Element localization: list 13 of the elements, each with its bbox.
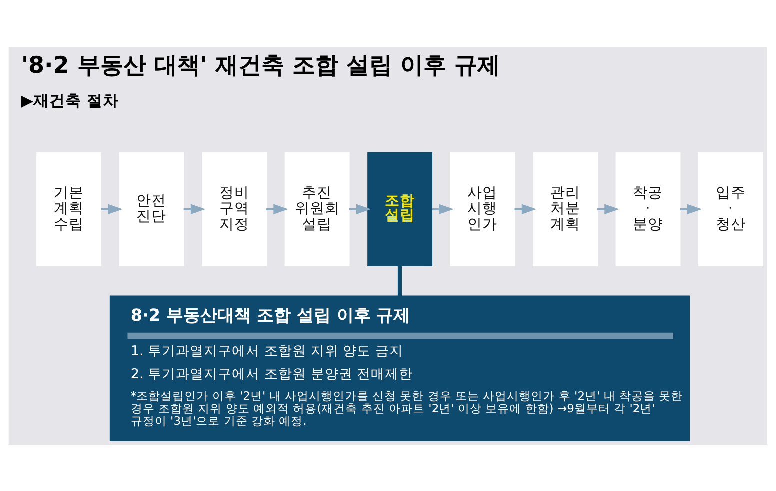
- diagram-title: '8·2 부동산 대책' 재건축 조합 설립 이후 규제: [21, 52, 500, 78]
- connector: [398, 266, 402, 296]
- node-box: 사업 시행 인가: [450, 152, 516, 266]
- node-box: 정비 구역 지정: [202, 152, 268, 266]
- node-box: 8·2 부동산대책 조합 설립 이후 규제 1. 투기과열지구에서 조합원 지위 양도 금지 2. 투기과열지구에서 조합원 분양권 전매제한 *조합설립인가 이후 '2년' 내 사업시행인가를 신청 못한 경우 또는 사업시행인가 후 '2년' 내 착공을 못한 경우 조합원 지위 양도 예외적 허용(재건축 추진 아파트 '2년' 이상 보유에 한함) →9월부터 각 '2년' 규정이 '3년'으로 기준 강화 예정.: [110, 295, 690, 441]
- node-box: 추진 위원회 설립: [284, 152, 350, 266]
- node-box: 입주 · 청산: [698, 152, 764, 266]
- label: ▶재건축 절차: [21, 90, 119, 110]
- node-box: 기본 계획 수립: [36, 152, 102, 266]
- node-box: 안전 진단: [119, 152, 184, 266]
- node-box: 착공 · 분양: [616, 152, 681, 266]
- node-box: 관리 처분 계획: [533, 152, 598, 266]
- node-box: 조합 설립: [368, 152, 433, 266]
